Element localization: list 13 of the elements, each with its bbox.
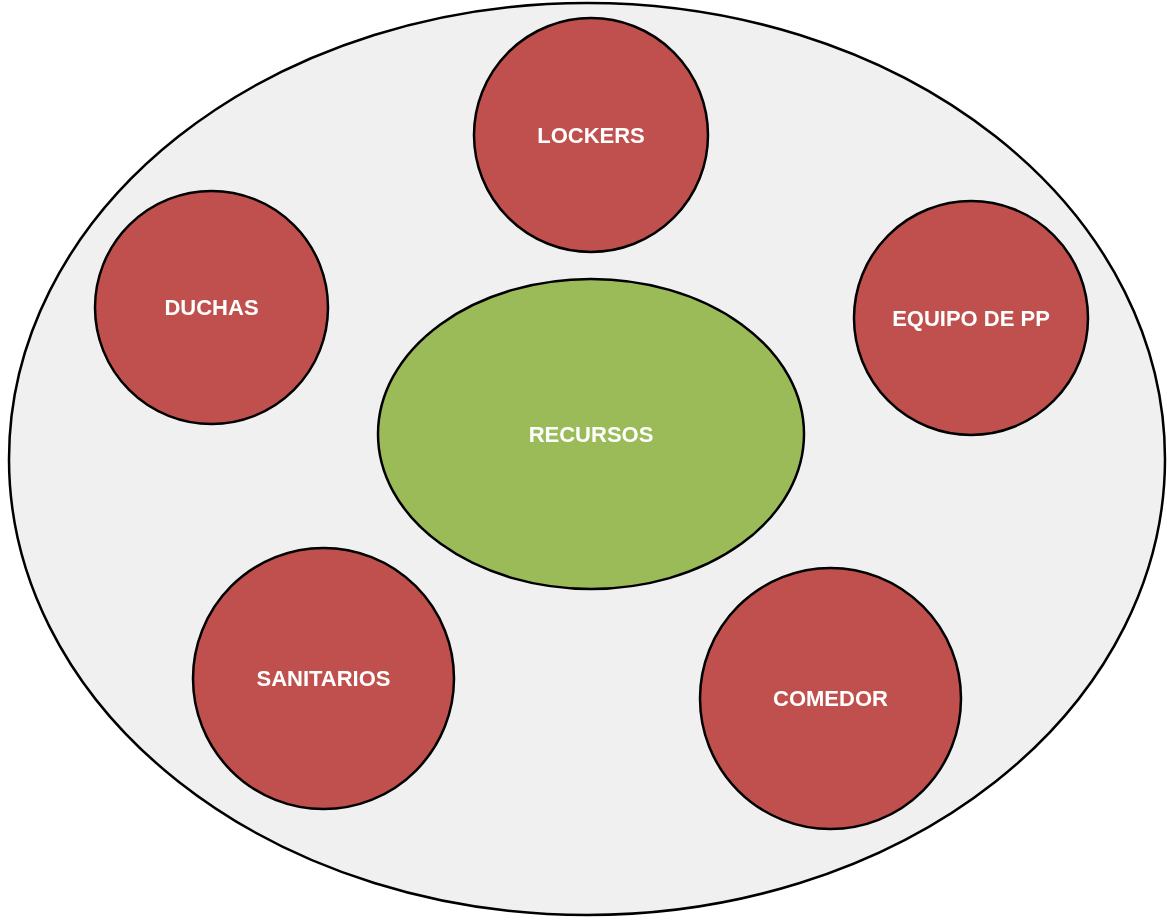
- circle-node: [853, 200, 1089, 436]
- circle-node: [94, 190, 329, 425]
- ellipse-shape: [8, 2, 1166, 916]
- node-label: RECURSOS: [527, 420, 655, 449]
- circle-node: [192, 547, 455, 810]
- node-label: DUCHAS: [163, 294, 260, 322]
- node-label: LOCKERS: [536, 121, 646, 150]
- ellipse-node: [377, 278, 805, 590]
- node-label: SANITARIOS: [255, 665, 392, 693]
- circle-node: [473, 17, 709, 253]
- node-label: EQUIPO DE PP: [891, 304, 1051, 333]
- node-label: COMEDOR: [772, 685, 889, 713]
- circle-node: [699, 567, 962, 830]
